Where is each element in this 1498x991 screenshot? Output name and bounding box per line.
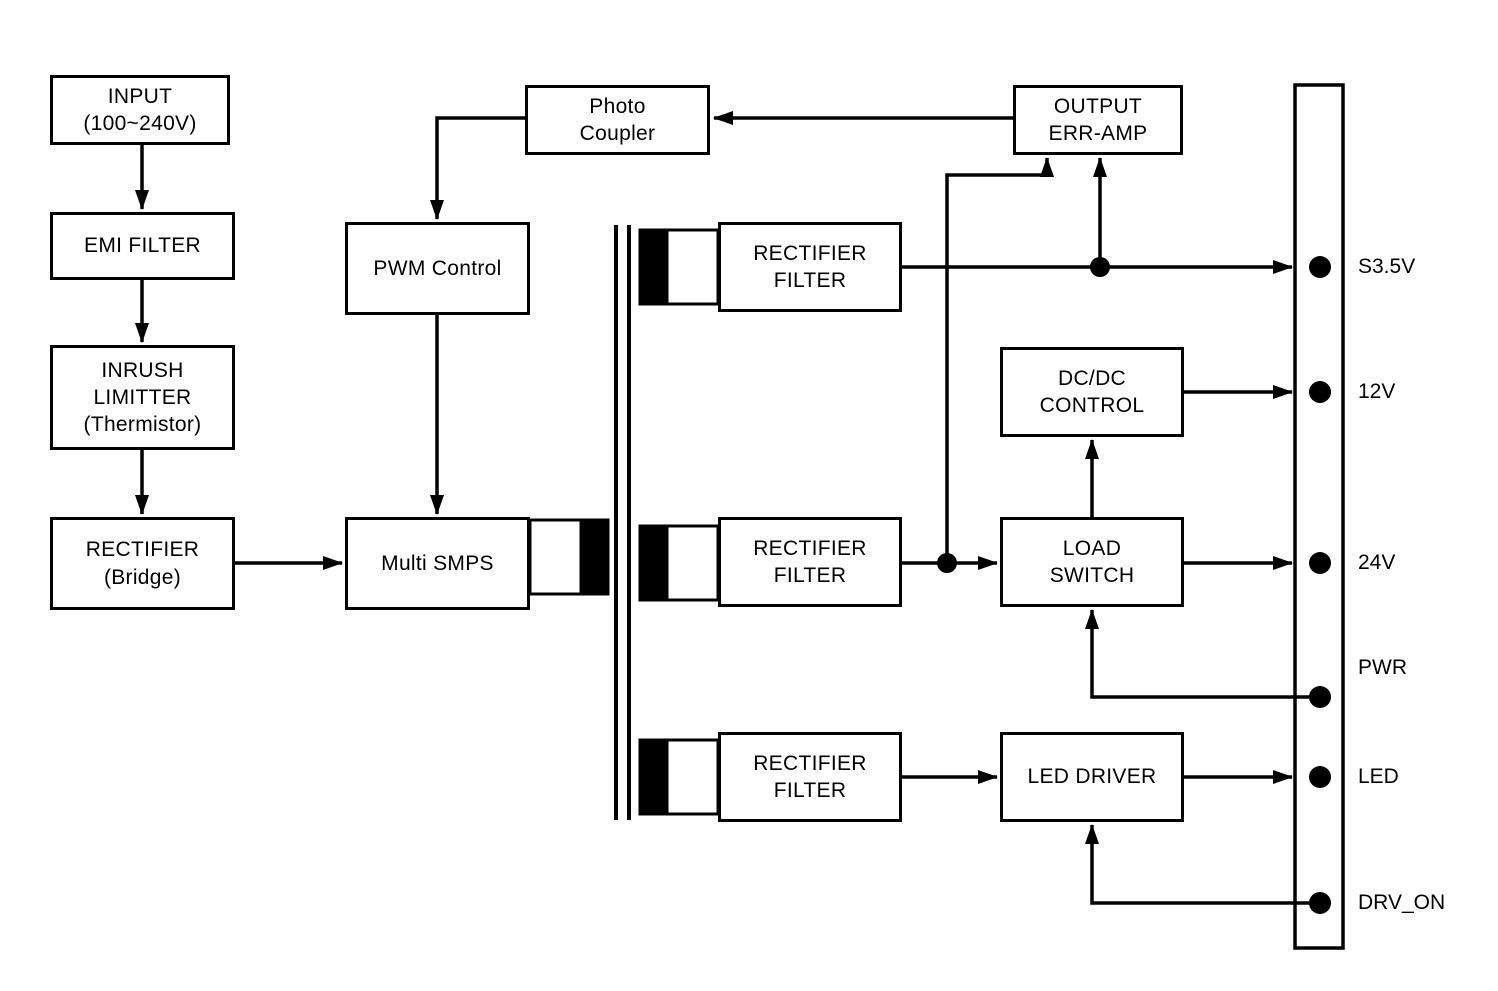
arrow-photocoupler-to-pwm — [430, 116, 525, 220]
node-rectifier-filter-bot-line2: FILTER — [773, 779, 847, 802]
node-emi-filter: EMI FILTER — [50, 212, 235, 280]
transformer-secondary-winding-mid — [638, 524, 720, 602]
junction-dot-s35v-sense — [1090, 257, 1110, 277]
node-led-driver-line1: LED DRIVER — [1027, 765, 1157, 789]
node-rectifier-filter-bot: RECTIFIER FILTER — [718, 732, 902, 822]
node-rectifier-bridge: RECTIFIER (Bridge) — [50, 517, 235, 610]
port-dot-12v — [1309, 381, 1331, 403]
node-multi-smps: Multi SMPS — [345, 517, 530, 610]
node-pwm-control: PWM Control — [345, 222, 530, 315]
node-inrush-limitter: INRUSH LIMITTER (Thermistor) — [50, 345, 235, 450]
node-inrush-limitter-line2: LIMITTER — [93, 385, 192, 409]
node-load-switch-line2: SWITCH — [1049, 564, 1135, 587]
node-input-line1: INPUT — [107, 84, 173, 108]
node-emi-filter-line1: EMI FILTER — [84, 234, 201, 258]
transformer-core — [614, 225, 631, 820]
arrow-pwr-to-loadswitch — [1085, 609, 1320, 699]
node-rectifier-filter-mid: RECTIFIER FILTER — [718, 517, 902, 607]
primary-chain-arrows — [135, 145, 343, 570]
node-pwm-control-line1: PWM Control — [373, 256, 502, 280]
node-input-line2: (100~240V) — [83, 112, 197, 135]
node-load-switch: LOAD SWITCH — [1000, 517, 1184, 607]
node-rectifier-filter-top: RECTIFIER FILTER — [718, 222, 902, 312]
node-multi-smps-line1: Multi SMPS — [381, 551, 494, 575]
node-rectifier-filter-mid-line2: FILTER — [773, 564, 847, 587]
node-rectifier-bridge-line2: (Bridge) — [103, 565, 182, 589]
port-dot-s35v — [1309, 256, 1331, 278]
node-rectifier-filter-top-line2: FILTER — [773, 269, 847, 292]
arrow-drvon-to-leddriver — [1085, 824, 1320, 905]
node-dcdc-control-line2: CONTROL — [1039, 394, 1145, 417]
feedback-loop-arrows — [430, 111, 1107, 563]
node-rectifier-filter-bot-line1: RECTIFIER — [753, 751, 867, 775]
output-bus — [1293, 83, 1345, 950]
port-label-drvon: DRV_ON — [1358, 891, 1446, 914]
port-label-s35v: S3.5V — [1358, 255, 1416, 278]
transformer-primary-winding — [528, 518, 610, 596]
port-label-pwr: PWR — [1358, 656, 1407, 679]
arrow-24v-sense-to-erramp — [945, 157, 1054, 563]
port-dot-led — [1309, 766, 1331, 788]
transformer-secondary-winding-top — [638, 228, 720, 306]
port-label-12v: 12V — [1358, 380, 1396, 403]
node-photo-coupler-line1: Photo — [589, 94, 646, 118]
node-inrush-limitter-line3: (Thermistor) — [83, 413, 202, 437]
node-output-err-amp: OUTPUT ERR-AMP — [1013, 85, 1183, 155]
node-load-switch-line1: LOAD — [1062, 536, 1122, 560]
node-rectifier-filter-top-line1: RECTIFIER — [753, 241, 867, 265]
junction-dots — [937, 257, 1110, 573]
port-dot-drvon — [1309, 892, 1331, 914]
node-dcdc-control-line1: DC/DC — [1058, 366, 1126, 390]
node-photo-coupler: Photo Coupler — [525, 85, 710, 155]
port-dot-24v — [1309, 552, 1331, 574]
node-photo-coupler-line2: Coupler — [579, 122, 656, 145]
bus-port-dots — [1309, 256, 1331, 914]
port-label-24v: 24V — [1358, 551, 1396, 574]
transformer-secondary-winding-bot — [638, 738, 720, 816]
node-rectifier-filter-mid-line1: RECTIFIER — [753, 536, 867, 560]
port-label-led: LED — [1358, 765, 1399, 788]
node-input: INPUT (100~240V) — [50, 75, 230, 145]
node-rectifier-bridge-line1: RECTIFIER — [85, 538, 200, 562]
node-dcdc-control: DC/DC CONTROL — [1000, 347, 1184, 437]
node-output-err-amp-line1: OUTPUT — [1053, 94, 1143, 118]
node-output-err-amp-line2: ERR-AMP — [1048, 122, 1148, 145]
node-led-driver: LED DRIVER — [1000, 732, 1184, 822]
junction-dot-24v-sense — [937, 553, 957, 573]
node-inrush-limitter-line1: INRUSH — [101, 358, 184, 382]
port-dot-pwr — [1309, 686, 1331, 708]
